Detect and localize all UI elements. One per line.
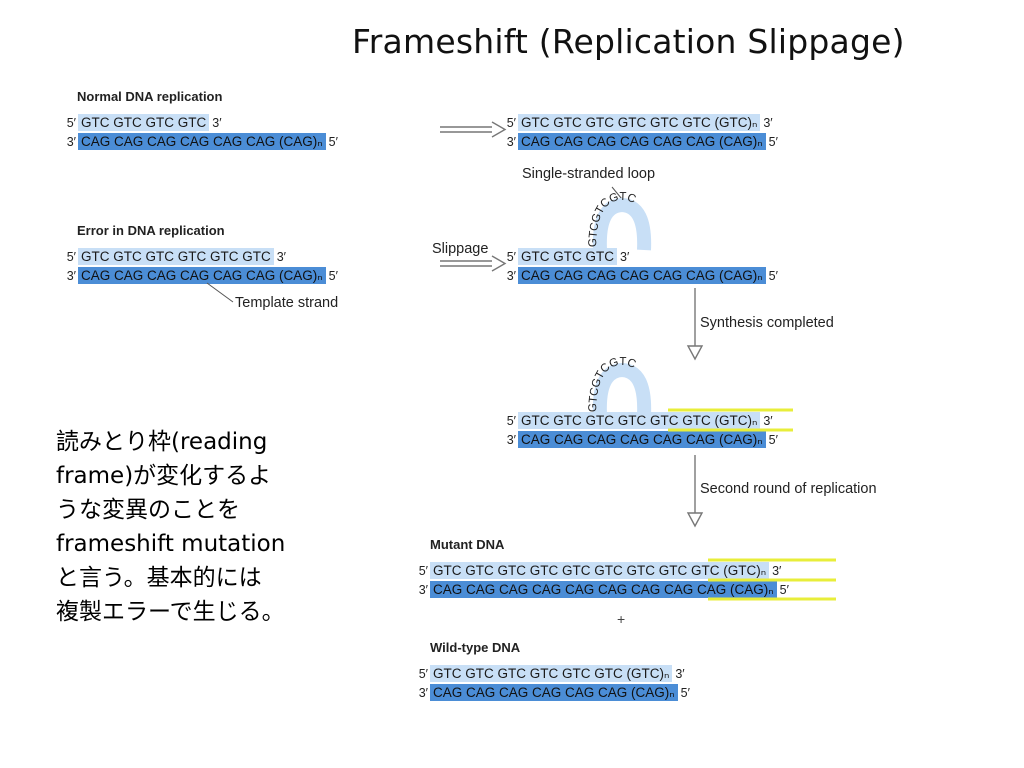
strand-end-label: 3′: [66, 135, 76, 149]
jp-line-1: 読みとり枠(reading: [56, 429, 268, 455]
single-stranded-loop-label: Single-stranded loop: [522, 166, 656, 182]
template-strand-label: Template strand: [235, 295, 339, 311]
strand-end-label: 3′: [66, 269, 76, 283]
strand-sequence: GTC GTC GTC GTC GTC GTC GTC GTC GTC (GTC…: [430, 562, 770, 579]
strand-end-label: 3′: [506, 433, 516, 447]
strand-sequence: CAG CAG CAG CAG CAG CAG (CAG)ₙ: [518, 267, 766, 284]
strand-end-label: 3′: [763, 116, 773, 130]
loop-backbone-1: [592, 197, 652, 251]
strand-end-label: 5′: [506, 250, 516, 264]
section-error-replication: Error in DNA replication: [77, 223, 225, 238]
strand-end-label: 5′: [768, 269, 778, 283]
strand-sequence: GTC GTC GTC GTC: [78, 114, 210, 131]
loop-text-1: GTCGTCGTC: [587, 191, 638, 248]
strand-sequence: CAG CAG CAG CAG CAG CAG (CAG)ₙ: [518, 431, 766, 448]
strand-end-label: 3′: [418, 686, 428, 700]
jp-line-2: frame)が変化するよ: [56, 463, 272, 489]
strand-end-label: 3′: [675, 667, 685, 681]
strand-end-label: 3′: [276, 250, 287, 264]
highlight-synth: [668, 408, 793, 432]
loop-text-2: GTCGTCGTC: [587, 356, 638, 413]
strand-end-label: 5′: [506, 116, 516, 130]
strand-sequence: CAG CAG CAG CAG CAG CAG (CAG)ₙ: [78, 267, 326, 284]
loop-text-span: GTCGTCGTC: [587, 191, 638, 248]
strand-sequence: CAG CAG CAG CAG CAG CAG (CAG)ₙ: [430, 684, 678, 701]
highlight-mutant: [708, 558, 836, 601]
strand-end-label: 5′: [418, 667, 428, 681]
strand-end-label: 5′: [779, 583, 789, 597]
second-round-label: Second round of replication: [700, 481, 877, 497]
jp-line-6: 複製エラーで生じる。: [56, 599, 285, 625]
strand-end-label: 5′: [680, 686, 690, 700]
loop-backbone-2: [592, 362, 652, 416]
template-pointer-line: [206, 282, 234, 303]
down-arrow-synthesis: [686, 288, 704, 361]
page-title: Frameshift (Replication Slippage): [352, 22, 905, 61]
plus-sign: +: [617, 611, 626, 627]
strand-end-label: 3′: [772, 564, 782, 578]
jp-line-5: と言う。基本的には: [56, 565, 262, 591]
strand-sequence: CAG CAG CAG CAG CAG CAG (CAG)ₙ: [78, 133, 326, 150]
strand-sequence: GTC GTC GTC GTC GTC GTC (GTC)ₙ: [430, 665, 673, 682]
japanese-description: 読みとり枠(reading frame)が変化するよ うな変異のことを fram…: [56, 425, 386, 629]
strand-end-label: 3′: [620, 250, 630, 264]
jp-line-4: frameshift mutation: [56, 531, 286, 557]
strand-sequence: GTC GTC GTC GTC GTC GTC: [78, 248, 274, 265]
strand-end-label: 5′: [66, 116, 76, 130]
strand-end-label: 5′: [418, 564, 428, 578]
synthesis-completed-label: Synthesis completed: [700, 315, 834, 331]
strand-sequence: CAG CAG CAG CAG CAG CAG (CAG)ₙ: [518, 133, 766, 150]
double-arrow-slippage: [440, 255, 507, 272]
section-wildtype-dna: Wild-type DNA: [430, 640, 521, 655]
down-arrow-second-round: [686, 455, 704, 528]
strand-end-label: 5′: [328, 135, 338, 149]
section-mutant-dna: Mutant DNA: [430, 537, 505, 552]
loop-text-span: GTCGTCGTC: [587, 356, 638, 413]
section-normal-replication: Normal DNA replication: [77, 89, 223, 104]
strand-end-label: 5′: [768, 135, 778, 149]
strand-sequence: CAG CAG CAG CAG CAG CAG CAG CAG CAG (CAG…: [430, 581, 777, 598]
strand-end-label: 3′: [506, 135, 516, 149]
strand-sequence: GTC GTC GTC GTC GTC GTC (GTC)ₙ: [518, 412, 761, 429]
strand-end-label: 5′: [768, 433, 778, 447]
strand-mutant-bottom: 3′CAG CAG CAG CAG CAG CAG CAG CAG CAG (C…: [412, 581, 789, 598]
strand-end-label: 3′: [212, 116, 222, 130]
strand-end-label: 5′: [506, 414, 516, 428]
double-arrow-normal: [440, 121, 507, 138]
strand-sequence: GTC GTC GTC: [518, 248, 617, 265]
jp-line-3: うな変異のことを: [56, 497, 240, 523]
strand-end-label: 3′: [763, 414, 773, 428]
slippage-label: Slippage: [432, 241, 489, 257]
strand-end-label: 3′: [418, 583, 428, 597]
strand-mutant-top: 5′GTC GTC GTC GTC GTC GTC GTC GTC GTC (G…: [412, 562, 781, 579]
strand-end-label: 3′: [506, 269, 516, 283]
strand-end-label: 5′: [328, 269, 338, 283]
strand-sequence: GTC GTC GTC GTC GTC GTC (GTC)ₙ: [518, 114, 761, 131]
strand-end-label: 5′: [66, 250, 76, 264]
